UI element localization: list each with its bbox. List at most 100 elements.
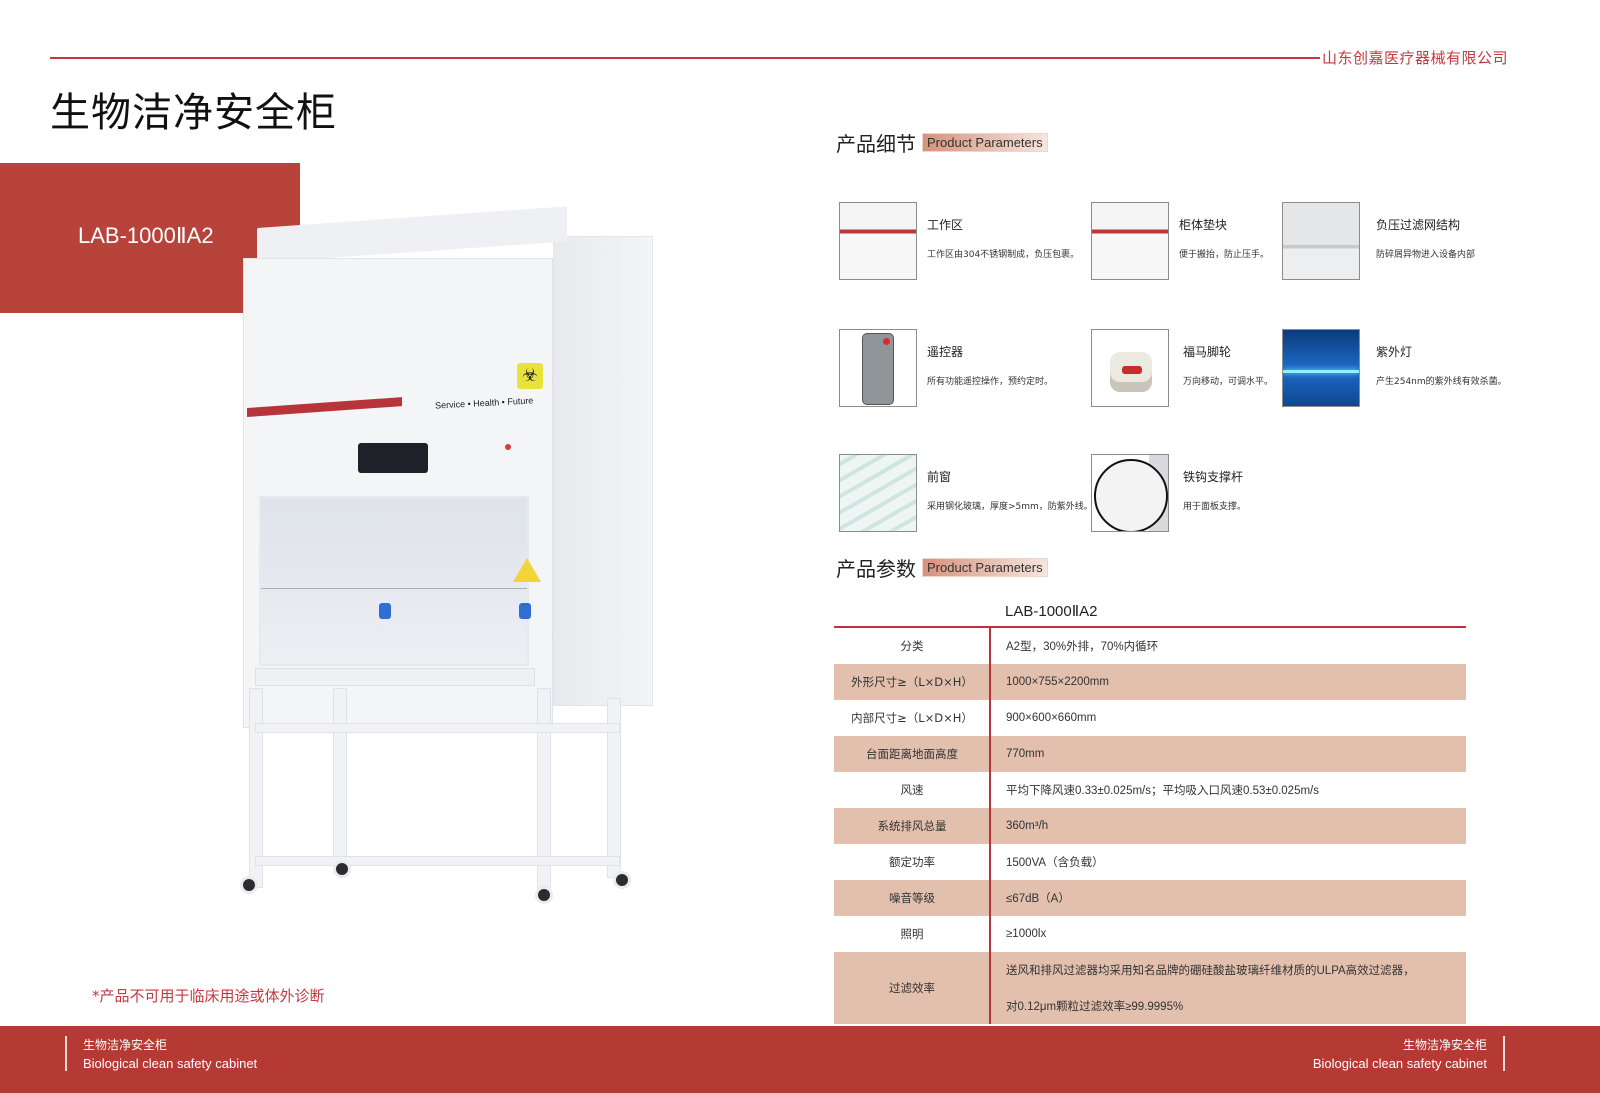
param-key: 外形尺寸≥（L×D×H） [851,675,973,689]
table-row: 照明≥1000lx [834,916,1466,952]
params-table: 分类 A2型，30%外排，70%内循环 外形尺寸≥（L×D×H） 1000×755×… [834,626,1466,1024]
work-tray [255,668,535,686]
detail-title: 柜体垫块 [1179,218,1228,232]
param-value: 900×600×660mm [1006,712,1097,724]
details-title-en: Product Parameters [922,133,1048,152]
detail-title: 福马脚轮 [1183,345,1232,359]
filter-structure-image [1282,202,1360,280]
param-key: 过滤效率 [889,981,935,995]
params-title-en: Product Parameters [922,558,1048,577]
detail-title: 负压过滤网结构 [1376,218,1461,232]
table-row: 过滤效率 送风和排风过滤器均采用知名品牌的硼硅酸盐玻璃纤维材质的ULPA高效过滤器… [834,952,1466,1024]
param-value: 360m³/h [1006,820,1049,832]
control-panel [358,443,428,473]
caster-wheel-image [1091,329,1169,407]
param-value-line: 对0.12μm颗粒过滤效率≥99.9995% [1006,1001,1184,1013]
detail-item: 负压过滤网结构防碎屑异物进入设备内部 [1282,202,1475,280]
table-row: 系统排风总量 360m³/h [834,808,1466,844]
front-window-image [839,454,917,532]
stand-bar [255,723,620,733]
param-value: 送风和排风过滤器均采用知名品牌的硼硅酸盐玻璃纤维材质的ULPA高效过滤器， 对0.… [990,962,1466,1014]
detail-desc: 采用钢化玻璃，厚度>5mm，防紫外线。 [927,502,1093,512]
params-heading: 产品参数 Product Parameters [836,553,1048,582]
param-key: 额定功率 [889,855,935,869]
footer-left-en: Biological clean safety cabinet [83,1056,258,1071]
param-key: 噪音等级 [889,891,935,905]
header-rule [50,57,1320,59]
cabinet-top [257,206,567,263]
table-row: 外形尺寸≥（L×D×H） 1000×755×2200mm [834,664,1466,700]
biohazard-icon: ☣ [517,363,543,389]
detail-item: 工作区工作区由304不锈钢制成，负压包裹。 [839,202,1079,280]
detail-item: 遥控器所有功能遥控操作，预约定时。 [839,329,1053,407]
disclaimer: *产品不可用于临床用途或体外诊断 [92,987,325,1005]
details-heading: 产品细节 Product Parameters [836,128,1048,157]
footer-left-cn: 生物洁净安全柜 [83,1038,168,1052]
stand-leg [333,688,347,863]
warning-icon [513,558,541,582]
detail-title: 紫外灯 [1376,345,1413,359]
sash-edge [261,588,527,589]
indicator-light [505,444,511,450]
detail-title: 铁钩支撑杆 [1183,470,1244,484]
socket-icon [519,603,531,619]
table-row: 台面距离地面高度 770mm [834,736,1466,772]
param-key: 系统排风总量 [877,819,947,833]
detail-desc: 产生254nm的紫外线有效杀菌。 [1376,377,1507,387]
param-value: ≤67dB（A） [1006,893,1070,905]
table-top-rule [834,626,1466,628]
cabinet-side [553,236,653,706]
param-value: 1500VA（含负载） [1006,857,1104,869]
param-value: 770mm [1006,748,1045,760]
params-model: LAB-1000ⅡA2 [1005,603,1098,620]
detail-item: 铁钩支撑杆用于面板支撑。 [1091,454,1246,532]
footer-left: 生物洁净安全柜 Biological clean safety cabinet [65,1036,257,1071]
caster-icon [613,871,631,889]
param-value: 平均下降风速0.33±0.025m/s；平均吸入口风速0.53±0.025m/s [1006,785,1319,797]
remote-control-image [839,329,917,407]
table-row: 内部尺寸≥（L×D×H） 900×600×660mm [834,700,1466,736]
table-row: 噪音等级 ≤67dB（A） [834,880,1466,916]
company-name: 山东创嘉医疗器械有限公司 [1322,49,1509,67]
footer-right: 生物洁净安全柜 Biological clean safety cabinet [1313,1036,1505,1071]
stand-leg [537,688,551,898]
detail-title: 前窗 [927,470,952,484]
model-badge: LAB-1000ⅡA2 [0,163,300,313]
detail-desc: 工作区由304不锈钢制成，负压包裹。 [927,250,1080,260]
detail-item: 紫外灯产生254nm的紫外线有效杀菌。 [1282,329,1507,407]
detail-item: 福马脚轮万向移动，可调水平。 [1091,329,1273,407]
detail-title: 工作区 [927,218,964,232]
param-key: 分类 [900,639,924,653]
table-column-rule [989,628,991,1024]
table-row: 风速 平均下降风速0.33±0.025m/s；平均吸入口风速0.53±0.025m… [834,772,1466,808]
detail-title: 遥控器 [927,345,964,359]
footer-right-cn: 生物洁净安全柜 [1402,1038,1487,1052]
param-value: A2型，30%外排，70%内循环 [1006,641,1159,653]
table-row: 分类 A2型，30%外排，70%内循环 [834,628,1466,664]
cabinet-pad-image [1091,202,1169,280]
param-key: 风速 [900,783,924,797]
details-title-cn: 产品细节 [836,132,916,156]
detail-desc: 防碎屑异物进入设备内部 [1376,250,1476,260]
detail-item: 前窗采用钢化玻璃，厚度>5mm，防紫外线。 [839,454,1093,532]
param-key: 台面距离地面高度 [866,747,958,761]
params-title-cn: 产品参数 [836,557,916,581]
param-value: ≥1000lx [1006,928,1047,940]
uv-lamp-image [1282,329,1360,407]
table-row: 额定功率 1500VA（含负载） [834,844,1466,880]
param-key: 内部尺寸≥（L×D×H） [851,711,973,725]
caster-icon [240,876,258,894]
detail-item: 柜体垫块便于搬抬，防止压手。 [1091,202,1269,280]
footer-band: 生物洁净安全柜 Biological clean safety cabinet … [0,1026,1600,1093]
param-value-line: 送风和排风过滤器均采用知名品牌的硼硅酸盐玻璃纤维材质的ULPA高效过滤器， [1006,965,1415,977]
product-image-cabinet: Service • Health • Future ☣ [235,206,655,918]
param-value: 1000×755×2200mm [1006,676,1109,688]
work-window [259,496,541,666]
page-title: 生物洁净安全柜 [50,90,337,136]
detail-desc: 用于面板支撑。 [1183,502,1247,512]
caster-icon [535,886,553,904]
support-hook-image [1091,454,1169,532]
stand-bar [255,856,620,866]
detail-desc: 万向移动，可调水平。 [1183,377,1274,387]
footer-right-en: Biological clean safety cabinet [1312,1056,1487,1071]
